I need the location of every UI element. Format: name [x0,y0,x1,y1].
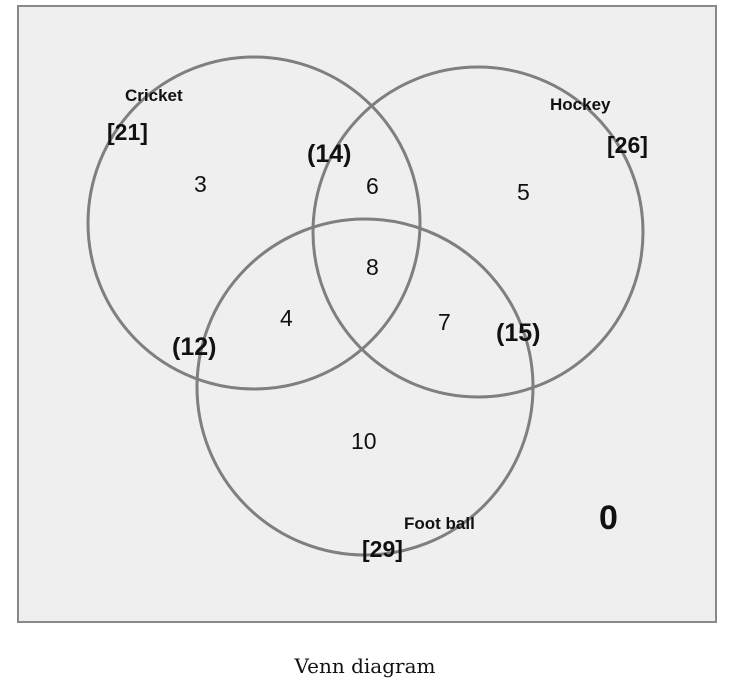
cricket-total: [21] [107,119,148,145]
diagram-caption: Venn diagram [294,654,436,678]
football-circle [195,217,535,557]
football-total: [29] [362,536,403,562]
cricket-label: Cricket [125,86,183,105]
hockey-total: [26] [607,132,648,158]
hockey-circle [311,65,645,399]
cricket-circle [86,55,422,391]
total-cricket-football: (12) [172,333,216,361]
region-cricket-hockey: 6 [366,173,379,199]
region-hockey-only: 5 [517,179,530,205]
region-cricket-football: 4 [280,305,293,331]
total-cricket-hockey: (14) [307,140,351,168]
region-none: 0 [599,499,618,537]
region-cricket-only: 3 [194,171,207,197]
region-all-three: 8 [366,254,379,280]
football-label: Foot ball [404,514,475,533]
region-football-only: 10 [351,428,377,454]
total-hockey-football: (15) [496,319,540,347]
hockey-label: Hockey [550,95,611,114]
region-hockey-football: 7 [438,309,451,335]
